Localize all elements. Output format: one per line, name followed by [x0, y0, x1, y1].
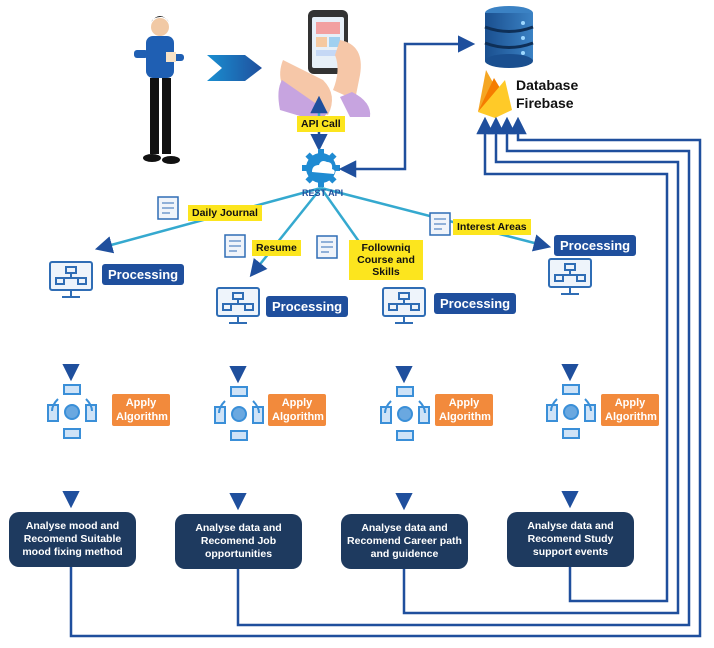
database-icon	[484, 6, 534, 68]
processing-label-1: Processing	[102, 264, 185, 285]
apply-algorithm-label-4: Apply Algorithm	[601, 394, 659, 426]
vertical-arrows-1	[62, 297, 579, 384]
person-icon	[134, 16, 184, 164]
result-job: Analyse data and Recomend Job opportunit…	[175, 514, 302, 569]
rest-api-label: REST API	[302, 188, 344, 198]
feedback-lines	[69, 116, 702, 638]
result-study: Analyse data and Recomend Study support …	[507, 512, 634, 567]
database-subtitle: Firebase	[516, 95, 574, 111]
input-resume: Resume	[252, 240, 301, 256]
api-call-label: API Call	[297, 116, 345, 132]
input-interest-areas: Interest Areas	[453, 219, 531, 235]
gear-cloud-icon	[302, 149, 340, 187]
input-following-course: Followniq Course and Skills	[349, 240, 423, 280]
chevron-arrow-icon	[207, 55, 262, 81]
input-daily-journal: Daily Journal	[188, 205, 262, 221]
firebase-icon	[478, 70, 512, 118]
vertical-arrows-2	[62, 440, 579, 511]
rest-db-arrow	[338, 35, 476, 178]
processing-label-2: Processing	[266, 296, 349, 317]
monitor-flow-icon	[49, 258, 592, 324]
processing-label-3: Processing	[434, 293, 517, 314]
phone-hands-icon	[278, 10, 371, 122]
database-title: Database	[516, 77, 579, 93]
result-career: Analyse data and Recomend Career path an…	[341, 514, 468, 569]
processing-label-4: Processing	[554, 235, 637, 256]
apply-algorithm-label-3: Apply Algorithm	[435, 394, 493, 426]
algorithm-cycle-icon	[47, 384, 596, 441]
apply-algorithm-label-2: Apply Algorithm	[268, 394, 326, 426]
apply-algorithm-label-1: Apply Algorithm	[112, 394, 170, 426]
document-icon	[157, 196, 451, 259]
result-mood: Analyse mood and Recomend Suitable mood …	[9, 512, 136, 567]
